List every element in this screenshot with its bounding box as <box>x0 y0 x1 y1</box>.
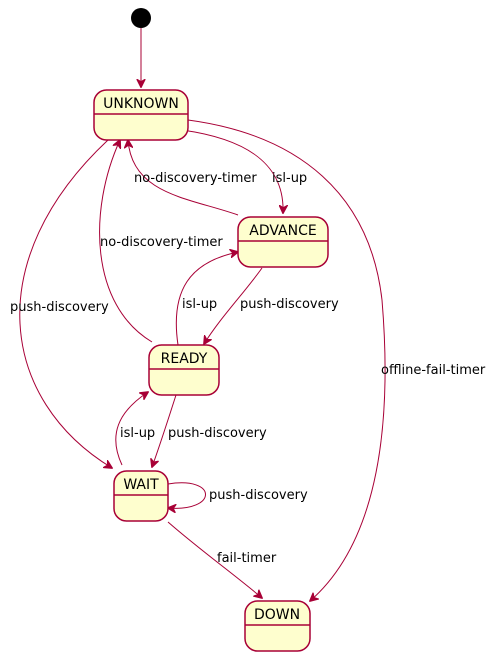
state-unknown-label: UNKNOWN <box>103 96 179 112</box>
label-ready-to-wait: push-discovery <box>168 426 267 441</box>
label-unknown-to-advance: isl-up <box>272 171 307 186</box>
label-wait-to-ready: isl-up <box>120 426 155 441</box>
label-wait-self: push-discovery <box>209 488 308 503</box>
edge-ready-to-unknown <box>99 140 153 343</box>
state-advance: ADVANCE <box>237 216 329 268</box>
state-ready: READY <box>148 344 220 396</box>
state-ready-label: READY <box>161 351 208 367</box>
label-advance-to-ready: push-discovery <box>240 297 339 312</box>
state-wait-label: WAIT <box>123 477 159 493</box>
edge-ready-to-wait <box>152 394 177 467</box>
edge-wait-to-ready <box>115 392 148 466</box>
initial-state <box>131 8 151 28</box>
edge-ready-to-advance <box>175 252 238 346</box>
label-unknown-to-down: offline-fail-timer <box>381 363 486 378</box>
state-down-label: DOWN <box>254 607 300 623</box>
edge-advance-to-unknown <box>128 140 239 216</box>
edge-unknown-to-wait <box>19 139 112 468</box>
label-ready-to-unknown: no-discovery-timer <box>100 235 223 250</box>
edge-wait-self <box>168 482 206 508</box>
state-down: DOWN <box>244 600 311 652</box>
label-ready-to-advance: isl-up <box>182 297 217 312</box>
state-unknown: UNKNOWN <box>93 89 189 141</box>
edge-unknown-to-down <box>187 119 386 601</box>
label-unknown-to-wait: push-discovery <box>10 300 109 315</box>
state-advance-label: ADVANCE <box>249 223 316 239</box>
state-wait: WAIT <box>113 470 169 522</box>
edge-wait-to-down <box>167 521 262 598</box>
label-advance-to-unknown: no-discovery-timer <box>134 171 257 186</box>
edge-unknown-to-advance <box>181 129 283 213</box>
edge-advance-to-ready <box>204 267 263 344</box>
label-wait-to-down: fail-timer <box>217 551 277 566</box>
